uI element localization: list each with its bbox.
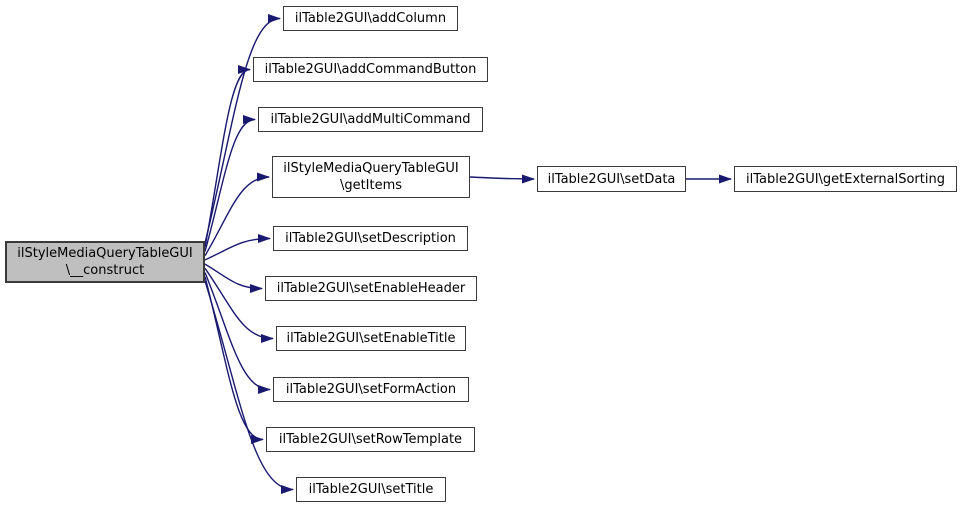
node-label: ilTable2GUI\setEnableTitle [286, 331, 456, 346]
node-label: ilTable2GUI\addCommandButton [264, 62, 477, 77]
node-setrowtemplate[interactable]: ilTable2GUI\setRowTemplate [266, 427, 475, 452]
node-label: ilTable2GUI\setEnableHeader [276, 281, 466, 296]
edge-construct-to-getItems [204, 172, 270, 257]
node-label: ilTable2GUI\setFormAction [285, 382, 457, 397]
node-label: ilTable2GUI\setRowTemplate [278, 432, 463, 447]
node-addmulticommand[interactable]: ilTable2GUI\addMultiCommand [258, 107, 483, 132]
node-label: \getItems [339, 178, 403, 193]
node-label: ilTable2GUI\addColumn [294, 11, 447, 26]
node-construct[interactable]: ilStyleMediaQueryTableGUI \__construct [5, 241, 205, 283]
edge-construct-to-setRowTemplate [204, 276, 264, 444]
edge-getItems-to-setData [469, 174, 535, 184]
node-addcolumn[interactable]: ilTable2GUI\addColumn [283, 6, 458, 31]
node-label: \__construct [65, 263, 145, 278]
edge-construct-to-addCommandButton [204, 65, 251, 248]
node-settitle[interactable]: ilTable2GUI\setTitle [296, 477, 446, 502]
node-label: ilTable2GUI\getExternalSorting [746, 171, 945, 187]
node-setdata[interactable]: ilTable2GUI\setData [537, 166, 686, 192]
edge-construct-to-addMultiCommand [204, 115, 256, 252]
node-label: ilStyleMediaQueryTableGUI [17, 246, 193, 261]
node-getitems[interactable]: ilStyleMediaQueryTableGUI \getItems [272, 156, 470, 198]
node-setenableheader[interactable]: ilTable2GUI\setEnableHeader [265, 276, 477, 301]
node-getexternalsorting[interactable]: ilTable2GUI\getExternalSorting [734, 166, 957, 192]
edge-construct-to-setEnableTitle [204, 267, 274, 343]
node-setenabletitle[interactable]: ilTable2GUI\setEnableTitle [276, 326, 466, 351]
node-setformaction[interactable]: ilTable2GUI\setFormAction [273, 377, 469, 402]
node-label: ilStyleMediaQueryTableGUI [283, 161, 459, 176]
node-addcommandbutton[interactable]: ilTable2GUI\addCommandButton [253, 57, 488, 82]
node-label: ilTable2GUI\setTitle [308, 482, 434, 497]
node-label: ilTable2GUI\addMultiCommand [270, 112, 471, 127]
node-label: ilTable2GUI\setData [547, 171, 676, 187]
edge-construct-to-setFormAction [204, 272, 271, 394]
node-label: ilTable2GUI\setDescription [285, 231, 456, 246]
node-setdescription[interactable]: ilTable2GUI\setDescription [273, 226, 468, 251]
edge-construct-to-setDescription [204, 234, 271, 261]
edge-construct-to-setEnableHeader [204, 263, 263, 293]
